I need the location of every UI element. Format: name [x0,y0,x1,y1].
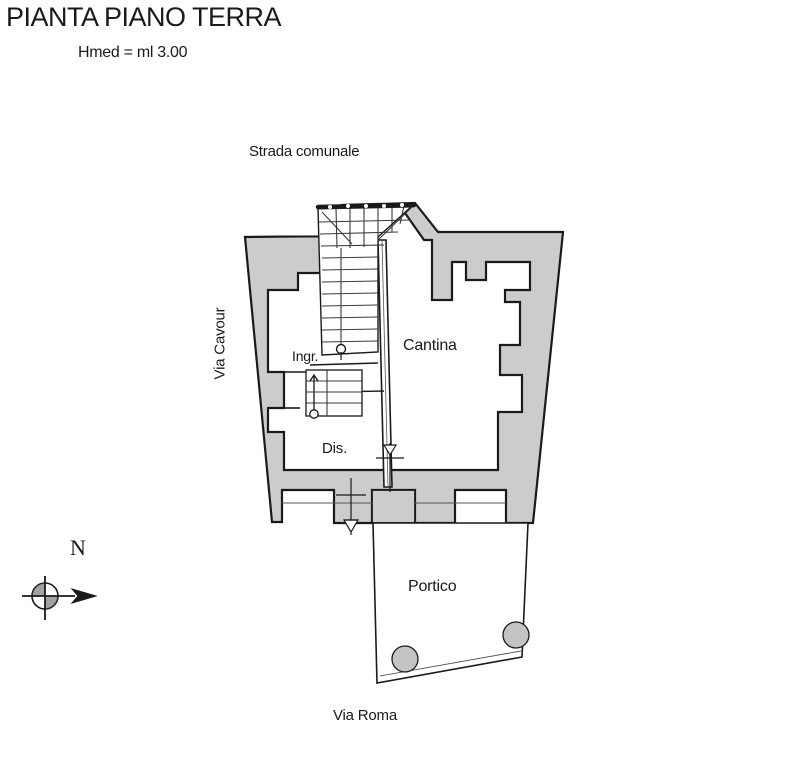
stair-run-small-icon [305,369,363,419]
street-label-south: Via Roma [333,707,397,724]
page-title: PIANTA PIANO TERRA [6,2,282,32]
dimension-markers [336,443,404,535]
street-label-north: Strada comunale [249,143,360,160]
dimension-marker-center [376,443,404,492]
portico-column [391,645,419,673]
page-subtitle: Hmed = ml 3.00 [78,44,188,61]
compass-label: N [70,535,86,560]
stair-up-arrow-icon [309,373,319,412]
street-label-west: Via Cavour [211,307,229,380]
bottom-wall-pier [371,489,416,524]
portico-column [502,621,530,649]
stair-straight-steps [321,248,379,352]
portico-area [372,522,530,684]
bottom-wall-openings [282,489,506,524]
interior-partitions [284,239,393,488]
dimension-marker-left [336,478,366,535]
stair-railing-icon [315,202,417,210]
ingresso-partition-top [309,362,379,366]
room-label-ingresso: Ingr. [292,348,319,364]
room-label-disimpegno: Dis. [322,440,348,457]
stair-run-icon [315,202,417,360]
room-label-cantina: Cantina [403,337,457,354]
portico-outline [372,522,529,684]
north-arrow-icon [22,576,98,620]
room-label-portico: Portico [408,578,457,595]
stair-small-direction-node [309,409,319,419]
stair-outline [317,205,414,356]
